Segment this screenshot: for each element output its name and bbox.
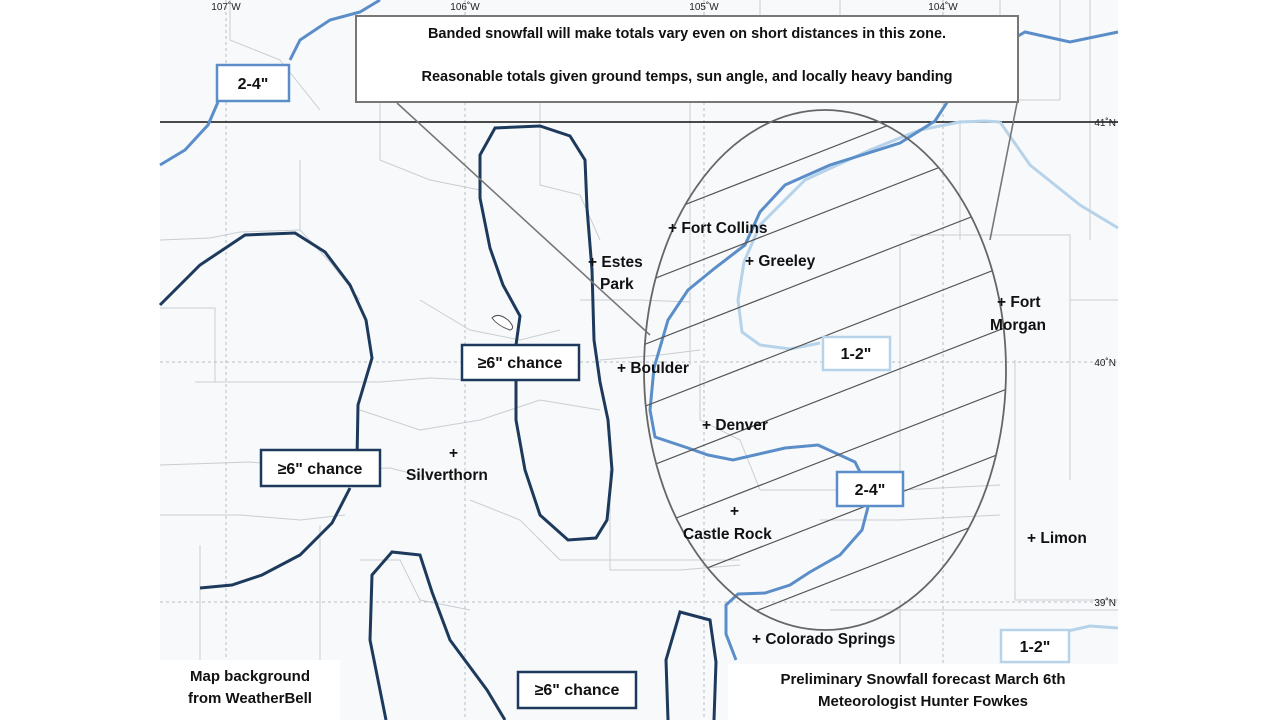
footer-credit: Map background from WeatherBell xyxy=(160,660,340,720)
band-ellipse-outline xyxy=(643,109,1007,631)
lat-label-40: 40˚N xyxy=(1094,357,1116,369)
city-estes-line2: Park xyxy=(600,276,634,293)
city-denver: + Denver xyxy=(702,417,768,434)
lake xyxy=(491,314,514,331)
city-silverthorn: Silverthorn xyxy=(406,467,488,484)
total-box-center-2-4 xyxy=(835,470,905,508)
total-label-se: 1-2" xyxy=(1020,639,1051,656)
total-box-nw xyxy=(215,63,291,103)
city-colorado-springs: + Colorado Springs xyxy=(752,631,895,648)
lon-label-105: 105˚W xyxy=(689,1,719,13)
footer-forecast-line-2: Meteorologist Hunter Fowkes xyxy=(817,693,1029,710)
contour-6-inch xyxy=(158,124,718,720)
city-castle-rock-marker: + xyxy=(730,503,739,520)
lon-label-106: 106˚W xyxy=(450,1,480,13)
total-box-mid xyxy=(460,343,581,382)
footer-forecast-note: Preliminary Snowfall forecast March 6th … xyxy=(728,664,1118,720)
contour-1-2-inch xyxy=(736,119,1119,633)
total-label-west: ≥6" chance xyxy=(278,461,363,478)
callout-line-2: Reasonable totals given ground temps, su… xyxy=(421,69,953,85)
callout-box: Banded snowfall will make totals vary ev… xyxy=(355,15,1019,103)
lat-label-39: 39˚N xyxy=(1094,597,1116,609)
city-fort-morgan-line2: Morgan xyxy=(990,317,1046,334)
total-label-south: ≥6" chance xyxy=(535,682,620,699)
total-box-center-1-2 xyxy=(821,335,892,372)
lat-label-41: 41˚N xyxy=(1094,117,1116,129)
total-box-se xyxy=(999,628,1071,664)
total-label-nw: 2-4" xyxy=(238,76,269,93)
total-box-west xyxy=(259,448,382,488)
city-fort-collins: + Fort Collins xyxy=(668,220,767,237)
city-fort-morgan-line1: + Fort xyxy=(997,294,1041,311)
footer-credit-line-1: Map background xyxy=(189,668,310,685)
total-label-center-1-2: 1-2" xyxy=(841,346,872,363)
callout-line-1: Banded snowfall will make totals vary ev… xyxy=(427,26,947,42)
city-silverthorn-marker: + xyxy=(449,445,458,462)
lon-label-107: 107˚W xyxy=(211,1,241,13)
county-borders xyxy=(159,0,1118,720)
city-estes-line1: + Estes xyxy=(588,254,643,271)
footer-forecast-line-1: Preliminary Snowfall forecast March 6th xyxy=(780,671,1066,688)
city-boulder: + Boulder xyxy=(617,360,689,377)
city-labels: + Fort Collins + Estes Park + Greeley + … xyxy=(406,220,1087,648)
total-labels: 2-4" ≥6" chance ≥6" chance ≥6" chance 1-… xyxy=(215,63,1071,710)
city-limon: + Limon xyxy=(1027,530,1087,547)
total-label-center-2-4: 2-4" xyxy=(855,482,886,499)
footer-credit-line-2: from WeatherBell xyxy=(188,690,312,707)
total-box-south xyxy=(516,670,638,710)
degree-labels: 107˚W 106˚W 105˚W 104˚W 41˚N 40˚N 39˚N xyxy=(211,1,1116,609)
callout-pointer xyxy=(396,102,1018,336)
total-label-mid: ≥6" chance xyxy=(478,355,563,372)
city-castle-rock: Castle Rock xyxy=(683,526,772,543)
lon-label-104: 104˚W xyxy=(928,1,958,13)
city-greeley: + Greeley xyxy=(745,253,816,270)
